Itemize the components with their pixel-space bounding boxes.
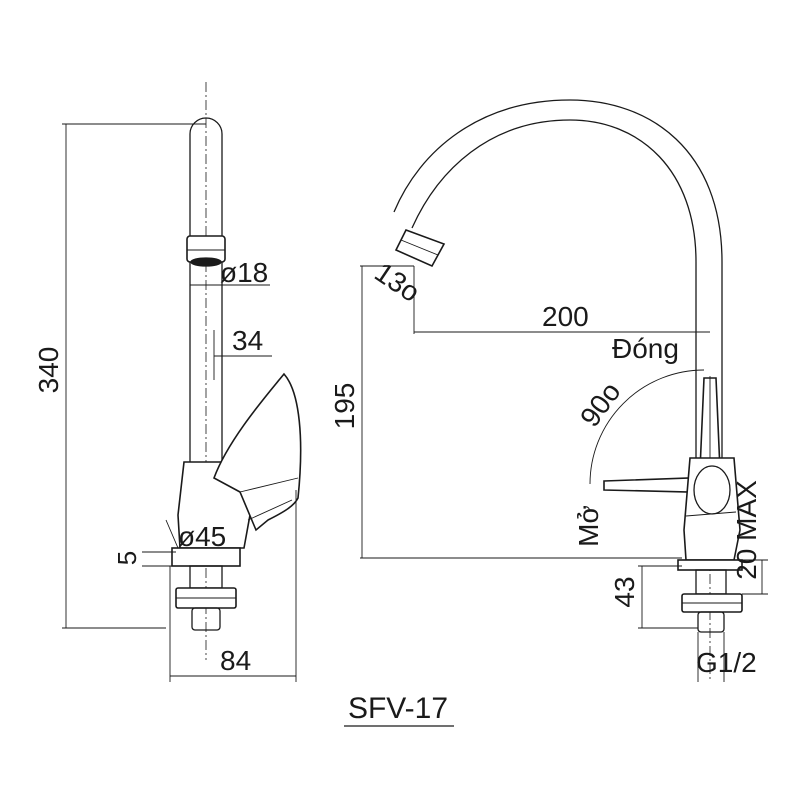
model-title: SFV-17 [348,692,448,725]
dim-5-label: 5 [112,551,142,565]
side-handle-detail [239,477,299,521]
angle-90-label: 90o [574,376,627,432]
dim-200-label: 200 [542,301,589,332]
front-spout-outer [411,119,697,462]
front-view: 90o Đóng Mở 13o 200 195 20 MAX 43 G1/2 [329,99,768,682]
dim-13-label: 13o [369,256,425,308]
dim-43-label: 43 [609,576,640,607]
closed-label: Đóng [612,333,679,364]
front-lever-open [603,477,691,493]
dim-195-label: 195 [329,383,360,430]
front-aerator-edge [400,239,439,256]
front-body-detail [685,511,737,517]
side-spout-tube [189,117,223,462]
front-shank [695,569,727,595]
front-spout-inner [393,99,723,462]
dim-340-label: 340 [33,347,64,394]
side-handle [213,372,302,532]
dim-34-label: 34 [232,325,263,356]
front-thread-end [697,611,725,633]
thread-label: G1/2 [696,647,757,678]
open-label: Mở [573,505,604,547]
side-aerator-outlet [190,257,222,267]
side-thread-end [191,607,221,631]
dim-18-label: ø18 [220,257,268,288]
dim-20-label: 20 MAX [731,480,762,580]
dim-45-leader [165,519,179,549]
dim-84-label: 84 [220,645,251,676]
rotation-arc [589,369,705,485]
dim-45-label: ø45 [178,521,226,552]
side-view: 340 ø18 34 ø45 5 84 [33,82,302,682]
